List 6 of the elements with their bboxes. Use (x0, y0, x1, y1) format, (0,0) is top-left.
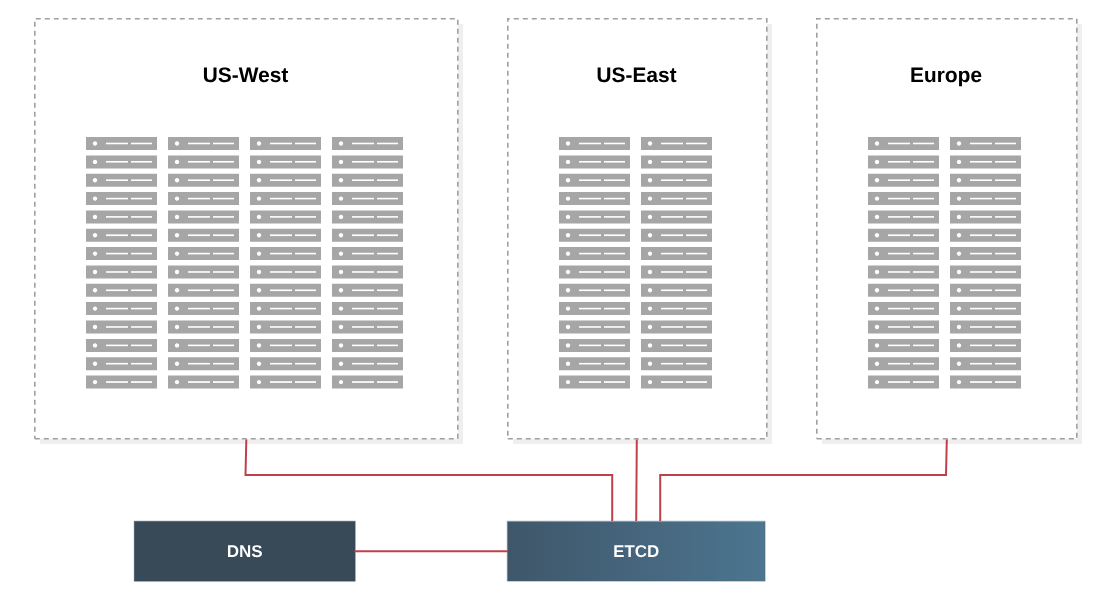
connector-line (353, 550, 509, 553)
connector-line (659, 438, 948, 522)
connector-line (635, 438, 638, 522)
connector-line (244, 438, 614, 522)
process-box: ETCD (507, 520, 766, 582)
process-box: DNS (134, 520, 356, 582)
